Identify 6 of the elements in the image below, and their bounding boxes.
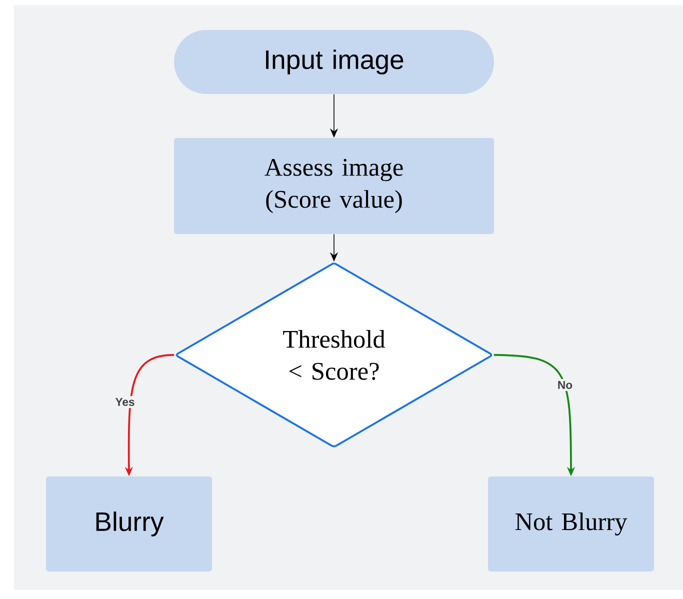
result-box: Blurry xyxy=(46,476,212,572)
start-pill: Input image xyxy=(174,30,494,94)
edge-label: No xyxy=(555,379,575,391)
process-box: Assess image (Score value) xyxy=(174,138,494,234)
edge-label: Yes xyxy=(113,396,137,408)
result-box: Not Blurry xyxy=(488,476,654,572)
